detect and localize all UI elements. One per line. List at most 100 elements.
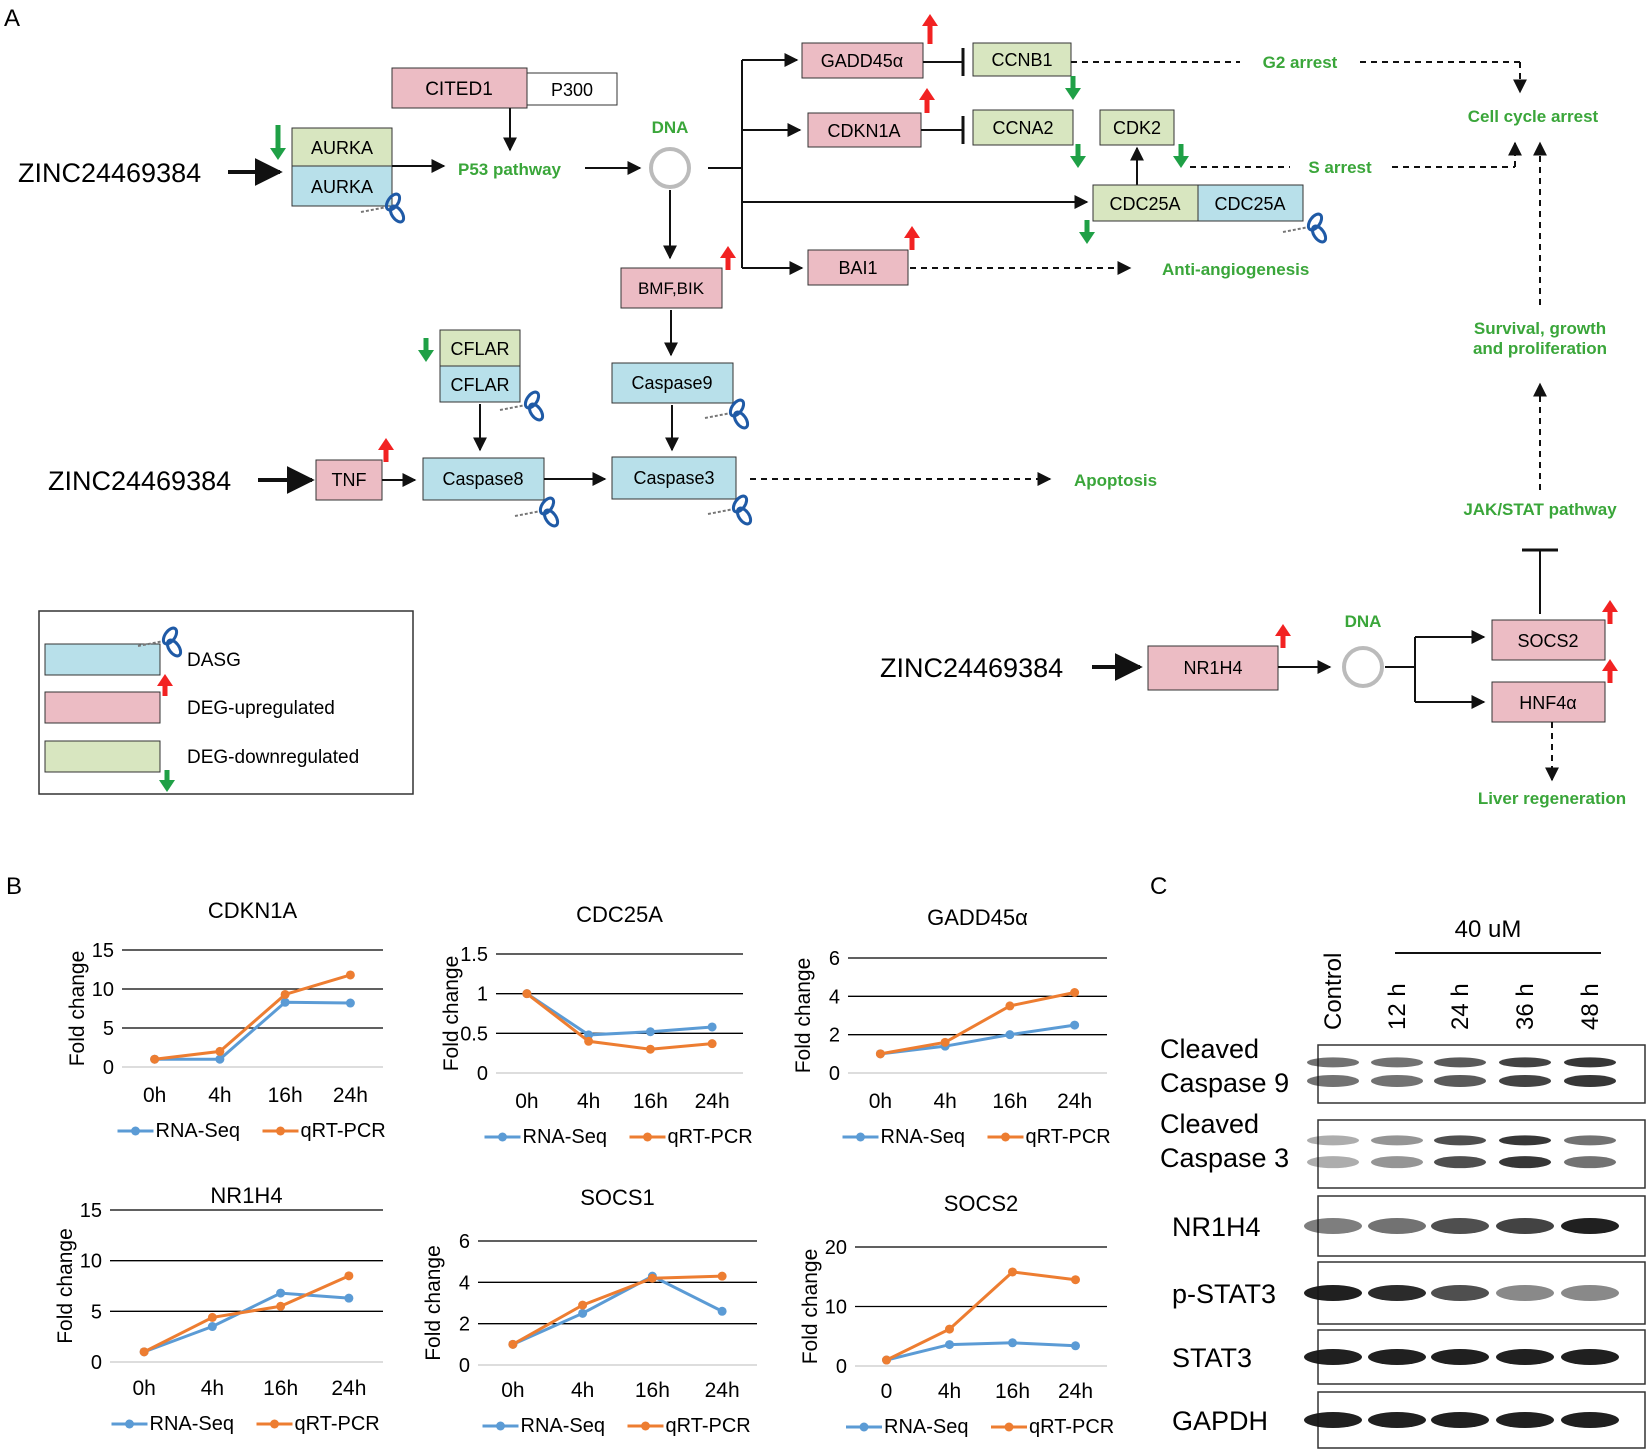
legend-label: RNA-Seq (150, 1413, 234, 1435)
up-arrow-icon (1602, 659, 1618, 671)
up-arrow-icon (1602, 600, 1618, 612)
legend-marker (498, 1132, 507, 1142)
blot-band (1564, 1074, 1616, 1087)
s-arrest-label: S arrest (1308, 158, 1372, 177)
node-aurka-down (291, 127, 393, 167)
node-cdkn1a-label: CDKN1A (827, 121, 900, 141)
y-tick-label: 6 (459, 1231, 470, 1253)
blot-band (1371, 1135, 1423, 1146)
legend-label: qRT-PCR (301, 1120, 386, 1142)
blot-band (1561, 1218, 1619, 1234)
node-caspase9-label: Caspase9 (631, 373, 712, 393)
blot-band (1496, 1218, 1554, 1234)
chart-title: CDKN1A (208, 898, 298, 923)
x-tick-label: 4h (208, 1084, 231, 1107)
legend-marker (856, 1132, 865, 1142)
legend-label: qRT-PCR (668, 1126, 753, 1148)
p53-pathway-label: P53 pathway (458, 160, 562, 179)
x-tick-label: 0h (869, 1090, 892, 1113)
blot-band (1368, 1285, 1426, 1301)
blot-band (1307, 1074, 1359, 1087)
blot-band (1564, 1156, 1616, 1169)
legend-label: RNA-Seq (881, 1126, 965, 1148)
data-point (882, 1355, 891, 1365)
blot-band (1371, 1156, 1423, 1169)
blot-band (1499, 1135, 1551, 1146)
scissors-icon (137, 626, 183, 658)
blot-band (1304, 1285, 1362, 1301)
node-cdc25a-down (1092, 184, 1199, 222)
data-point (1070, 988, 1080, 997)
y-tick-label: 0 (477, 1063, 488, 1085)
series-line-1 (885, 1270, 1076, 1362)
blot-band (1561, 1412, 1619, 1428)
node-tnf (315, 459, 383, 501)
node-caspase9 (611, 362, 734, 404)
g2-arrest-label: G2 arrest (1263, 53, 1338, 72)
dna-circle-2 (1342, 646, 1384, 688)
data-point (717, 1306, 727, 1316)
blot-band (1431, 1349, 1489, 1365)
data-point (215, 1054, 225, 1064)
data-point (508, 1339, 518, 1349)
blot-row-label: Cleaved (1160, 1034, 1259, 1064)
data-point (345, 998, 355, 1008)
up-arrow-icon (1275, 624, 1291, 636)
blot-row-label: STAT3 (1172, 1343, 1252, 1373)
x-tick-label: 0h (515, 1090, 538, 1113)
up-arrow-icon (720, 246, 736, 258)
blot-band (1499, 1074, 1551, 1087)
panel-label-c: C (1150, 873, 1167, 900)
data-point (645, 1044, 655, 1054)
blot-row-label: NR1H4 (1172, 1212, 1261, 1242)
legend-label: RNA-Seq (521, 1415, 605, 1437)
y-tick-label: 10 (825, 1297, 847, 1319)
node-cited1 (391, 67, 528, 109)
node-bai1-label: BAI1 (838, 258, 877, 278)
lane-label: 36 h (1512, 983, 1539, 1030)
lane-label: 12 h (1384, 983, 1411, 1030)
dna-label-2: DNA (1345, 612, 1382, 631)
x-tick-label: 16h (992, 1090, 1027, 1113)
legend-down-label: DEG-downregulated (187, 747, 359, 768)
node-caspase3-label: Caspase3 (633, 468, 714, 488)
node-cdk2-label: CDK2 (1113, 118, 1161, 138)
x-tick-label: 4h (933, 1090, 956, 1113)
blot-band (1368, 1349, 1426, 1365)
y-tick-label: 2 (829, 1025, 840, 1047)
legend-label: qRT-PCR (1029, 1416, 1114, 1438)
x-tick-label: 0h (143, 1084, 166, 1107)
legend-marker (859, 1422, 869, 1432)
x-tick-label: 16h (268, 1084, 303, 1107)
legend-marker (643, 1132, 652, 1142)
blot-band (1431, 1412, 1489, 1428)
blot-band (1368, 1218, 1426, 1234)
down-arrow-icon (418, 350, 434, 362)
node-cdkn1a (807, 112, 922, 148)
data-point (584, 1030, 594, 1040)
dna-circle-1 (649, 147, 691, 189)
chart-title: NR1H4 (210, 1183, 282, 1208)
x-tick-label: 16h (263, 1377, 298, 1400)
legend-marker (1004, 1422, 1014, 1432)
node-aurka-down-label: AURKA (311, 138, 373, 158)
data-point (207, 1322, 217, 1332)
node-cflar-dasg-label: CFLAR (450, 375, 509, 395)
blot-band (1496, 1412, 1554, 1428)
node-cited1-label: CITED1 (425, 79, 493, 100)
blot-row-label: p-STAT3 (1172, 1279, 1276, 1309)
survival-label-2: and proliferation (1473, 339, 1607, 358)
blot-band (1371, 1057, 1423, 1068)
y-axis-label: Fold change (54, 1228, 77, 1344)
data-point (1008, 1267, 1017, 1277)
legend-dasg-label: DASG (187, 650, 241, 671)
node-cdk2 (1099, 109, 1175, 146)
x-tick-label: 4h (938, 1380, 961, 1403)
y-tick-label: 0 (103, 1057, 114, 1079)
node-cflar-down-label: CFLAR (450, 339, 509, 359)
scissors-icon (707, 494, 753, 526)
lane-label: 24 h (1447, 983, 1474, 1030)
